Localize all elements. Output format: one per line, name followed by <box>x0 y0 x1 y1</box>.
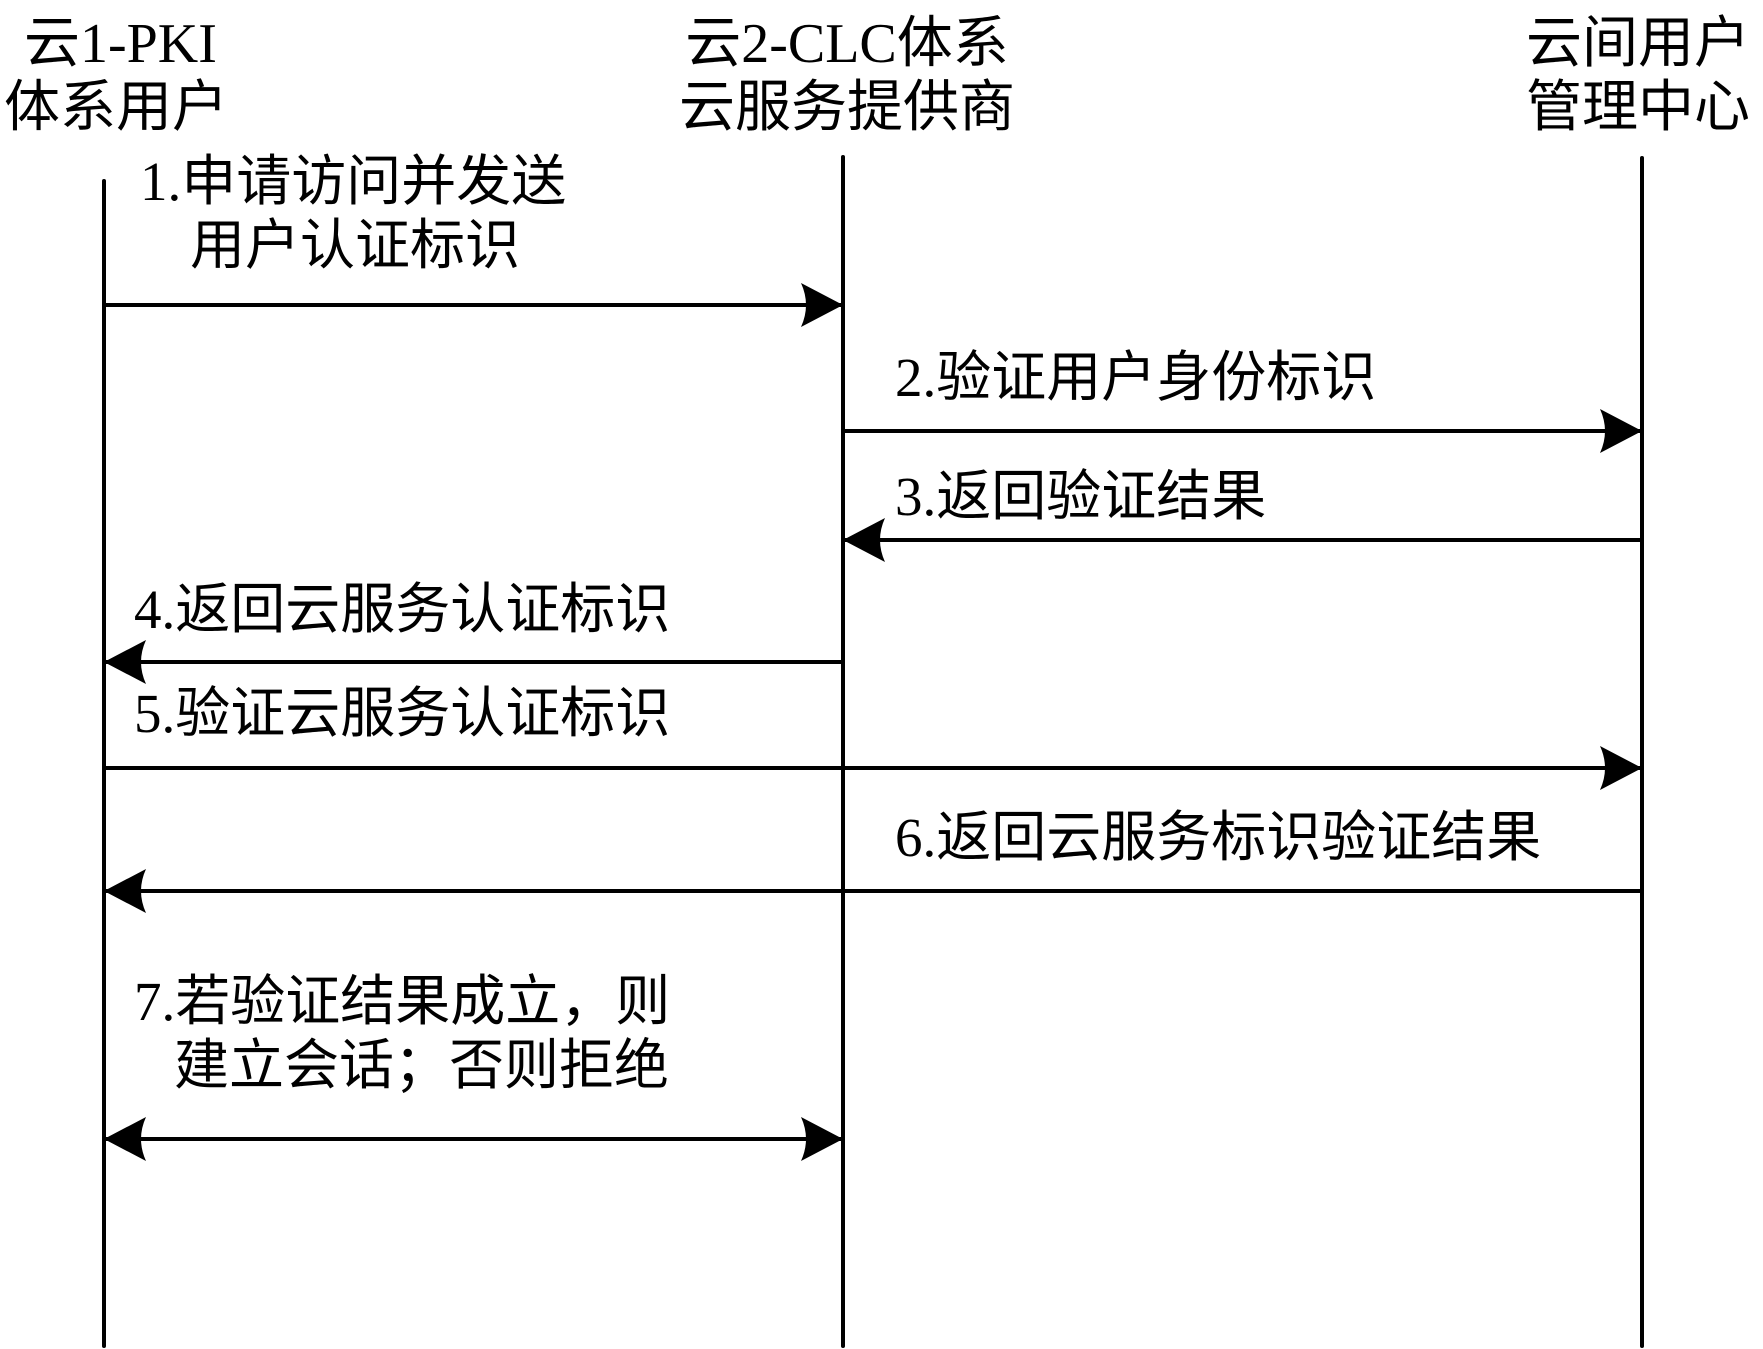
arrowhead-icon <box>1600 409 1642 453</box>
arrowhead-icon <box>104 1117 146 1161</box>
message-3-label: 3.返回验证结果 <box>895 465 1266 529</box>
actor-pki-user-label: 云1-PKI 体系用户 <box>4 12 228 140</box>
actor-label-line: 云1-PKI <box>24 13 217 75</box>
message-arrow-1 <box>104 283 843 327</box>
actor-label-line: 云间用户 <box>1526 13 1750 75</box>
message-2-label: 2.验证用户身份标识 <box>895 346 1376 410</box>
arrowhead-icon <box>801 283 843 327</box>
message-label-line: 6.返回云服务标识验证结果 <box>895 807 1542 868</box>
message-arrow-5 <box>104 746 1642 790</box>
message-label-line: 3.返回验证结果 <box>895 466 1267 527</box>
arrowhead-icon <box>843 518 885 562</box>
arrowhead-icon <box>104 869 146 913</box>
message-label-line: 7.若验证结果成立，则 <box>134 971 671 1032</box>
actor-label-line: 体系用户 <box>4 77 228 139</box>
message-arrow-6 <box>104 869 1642 913</box>
arrowhead-icon <box>801 1117 843 1161</box>
message-6-label: 6.返回云服务标识验证结果 <box>895 806 1541 870</box>
message-arrow-4 <box>104 640 843 684</box>
arrowhead-icon <box>1600 746 1642 790</box>
actor-clc-provider-label: 云2-CLC体系 云服务提供商 <box>664 12 1030 140</box>
message-label-line: 5.验证云服务认证标识 <box>134 683 671 744</box>
actor-label-line: 云2-CLC体系 <box>685 13 1009 75</box>
message-label-line: 1.申请访问并发送 <box>140 151 567 212</box>
message-arrow-3 <box>843 518 1642 562</box>
message-1-label: 1.申请访问并发送 用户认证标识 <box>140 150 566 278</box>
message-arrow-7 <box>104 1117 843 1161</box>
actor-mgmt-center-label: 云间用户 管理中心 <box>1526 12 1750 140</box>
message-5-label: 5.验证云服务认证标识 <box>134 682 670 746</box>
message-arrow-2 <box>843 409 1642 453</box>
message-label-line: 2.验证用户身份标识 <box>895 347 1377 408</box>
message-7-label: 7.若验证结果成立，则 建立会话；否则拒绝 <box>134 970 670 1098</box>
actor-label-line: 云服务提供商 <box>679 77 1015 139</box>
message-label-line: 用户认证标识 <box>190 215 521 276</box>
message-label-line: 建立会话；否则拒绝 <box>174 1035 670 1096</box>
message-label-line: 4.返回云服务认证标识 <box>134 579 671 640</box>
actor-label-line: 管理中心 <box>1526 77 1750 139</box>
arrowhead-icon <box>104 640 146 684</box>
message-4-label: 4.返回云服务认证标识 <box>134 578 670 642</box>
